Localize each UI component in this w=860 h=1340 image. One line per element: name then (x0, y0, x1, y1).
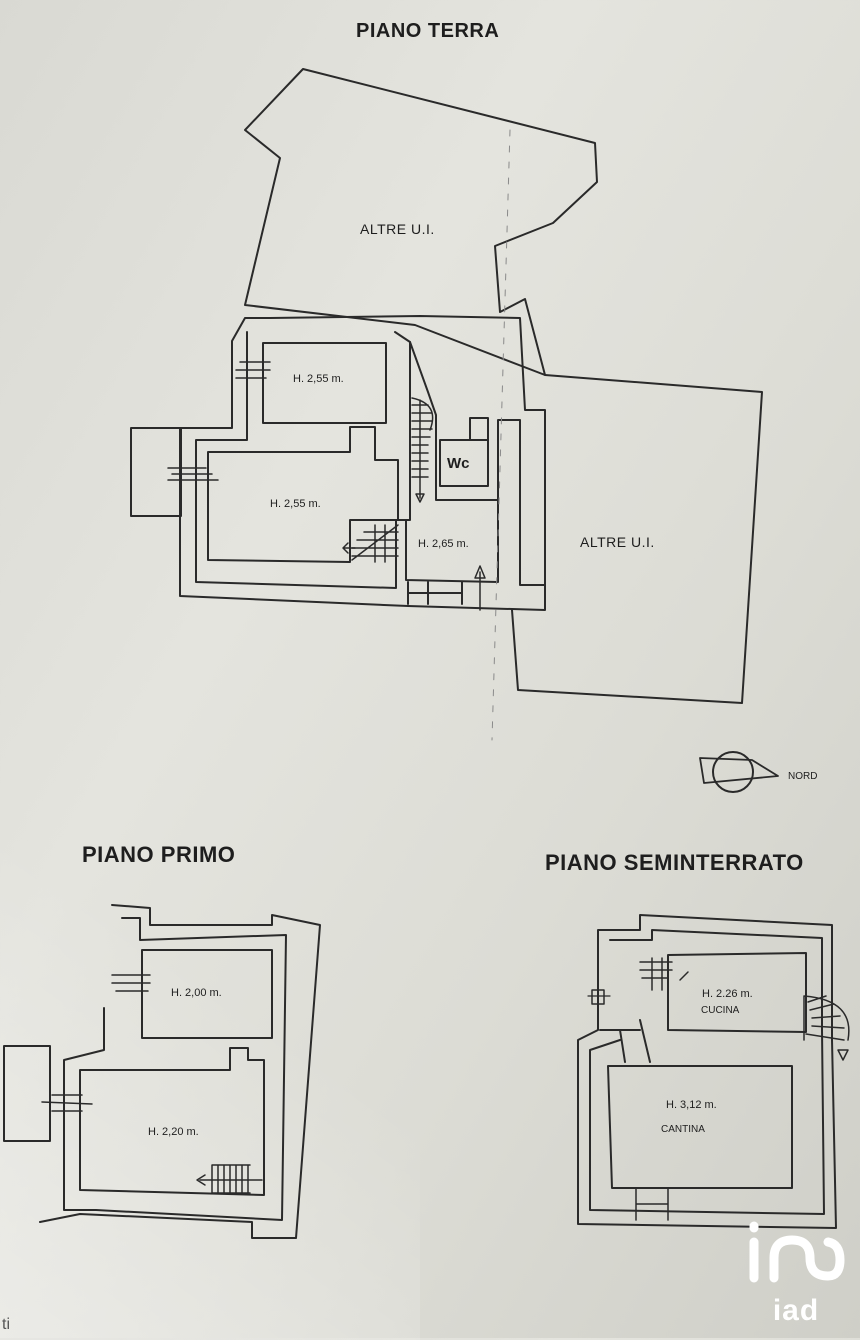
piano-terra-title: PIANO TERRA (356, 20, 500, 42)
semi-spiral-stair (803, 995, 850, 1041)
wc-label: Wc (447, 455, 470, 472)
primo-straight-stair (199, 1164, 263, 1194)
stair-arrow (342, 542, 356, 554)
primo-left-annex (3, 1045, 51, 1142)
north-arrow-circle (712, 751, 754, 793)
north-label: NORD (788, 771, 818, 782)
room-top-outline (262, 342, 387, 424)
spiral-arrow (415, 493, 425, 503)
wc-outline (439, 439, 489, 487)
primo-stair-marks (41, 974, 151, 1112)
entrance-steps (407, 581, 463, 605)
spiral-stair (411, 397, 434, 499)
axis-line (491, 129, 511, 741)
iad-brand-text: iad (772, 1294, 820, 1327)
primo-room-bottom (79, 1047, 265, 1196)
piano-primo-title: PIANO PRIMO (82, 842, 236, 867)
right-partition-wall (497, 419, 546, 586)
corridor-wall (405, 341, 499, 583)
semi-fixture-lines (587, 987, 611, 1009)
cucina-height: H. 2.26 m. (702, 988, 753, 1000)
piano-terra-plan (130, 68, 763, 741)
primo-room-top (141, 949, 273, 1039)
semi-partition (599, 1019, 651, 1063)
hall-arrow (474, 565, 486, 611)
primo-room-bottom-height: H. 2,20 m. (148, 1126, 199, 1138)
room-main-height: H. 2,55 m. (270, 498, 321, 510)
semi-entrance-steps (635, 1187, 669, 1221)
altre-ui-top-label: ALTRE U.I. (360, 221, 435, 237)
cucina-label: CUCINA (701, 1005, 740, 1016)
altre-ui-right-label: ALTRE U.I. (580, 534, 655, 550)
primo-inner-wall (63, 917, 287, 1221)
semi-cantina-room (607, 1065, 793, 1189)
piano-terra-inner-wall (195, 331, 411, 589)
altre-ui-top-outline (244, 68, 598, 376)
north-arrow (699, 751, 779, 793)
semi-stair-marks (639, 957, 689, 991)
room-hall-height: H. 2,65 m. (418, 538, 469, 550)
semi-spiral-arrow (837, 1049, 849, 1061)
semi-outer-wall (577, 914, 837, 1229)
stair-marks-left (167, 361, 271, 481)
piano-seminterrato-title: PIANO SEMINTERRATO (545, 850, 804, 875)
primo-outer-wall (39, 904, 321, 1239)
primo-stair-arrow (196, 1174, 206, 1186)
primo-room-top-height: H. 2,00 m. (171, 987, 222, 999)
cantina-height: H. 3,12 m. (666, 1099, 717, 1111)
wc-door (469, 417, 489, 441)
piano-primo-plan (3, 904, 321, 1239)
piano-terra-outer-wall (179, 315, 546, 611)
north-arrow-pointer (699, 757, 779, 784)
edge-text: ti (2, 1316, 10, 1333)
cantina-label: CANTINA (661, 1124, 705, 1135)
iad-logo-mark (749, 1221, 845, 1283)
room-main-outline (207, 426, 399, 563)
straight-stair (351, 524, 399, 563)
piano-seminterrato-plan (577, 914, 850, 1229)
room-top-height: H. 2,55 m. (293, 373, 344, 385)
altre-ui-right-outline (511, 374, 763, 704)
semi-inner-wall (589, 929, 825, 1215)
semi-cucina-room (667, 952, 807, 1033)
iad-watermark: iad (746, 1218, 846, 1328)
left-annex (130, 427, 182, 517)
